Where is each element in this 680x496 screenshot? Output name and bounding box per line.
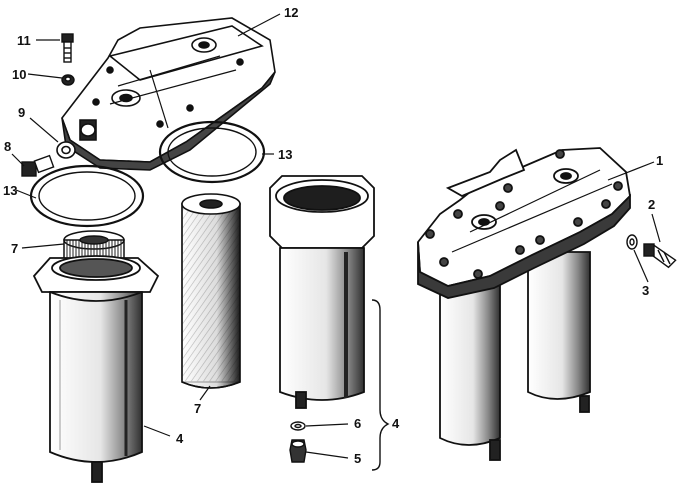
gasket-13-left [29,164,145,228]
callout-13-middle: 13 [278,147,293,162]
callout-7-left: 7 [11,241,19,256]
callout-9: 9 [18,105,26,120]
callout-10: 10 [12,67,27,82]
filter-housing-4-middle [269,175,375,409]
callout-5: 5 [354,451,362,466]
callout-6: 6 [354,416,362,431]
callout-3: 3 [642,283,650,298]
washer-3 [626,234,638,250]
callout-12: 12 [284,5,299,20]
callout-13-left: 13 [3,183,18,198]
plug-bolt-8 [21,154,55,177]
washer-6 [290,421,306,431]
bolt-11 [61,33,74,63]
filter-head-cover [61,17,276,171]
group-brace [371,299,390,471]
callout-8: 8 [4,139,12,154]
washer-9 [56,141,76,159]
callout-4-left: 4 [176,431,184,446]
callout-1: 1 [656,153,664,168]
callout-4-right: 4 [392,416,400,431]
filter-element-7-middle [181,193,241,389]
nut-10 [61,74,75,86]
drain-plug-5 [289,439,307,463]
filter-housing-4-left [32,255,160,483]
callout-11: 11 [17,33,31,48]
gasket-13-middle [158,120,266,184]
callout-7-middle: 7 [194,401,202,416]
bolt-2 [643,243,677,269]
callout-2: 2 [648,197,656,212]
assembled-filter-1 [417,147,631,461]
leader-lines [11,13,661,459]
